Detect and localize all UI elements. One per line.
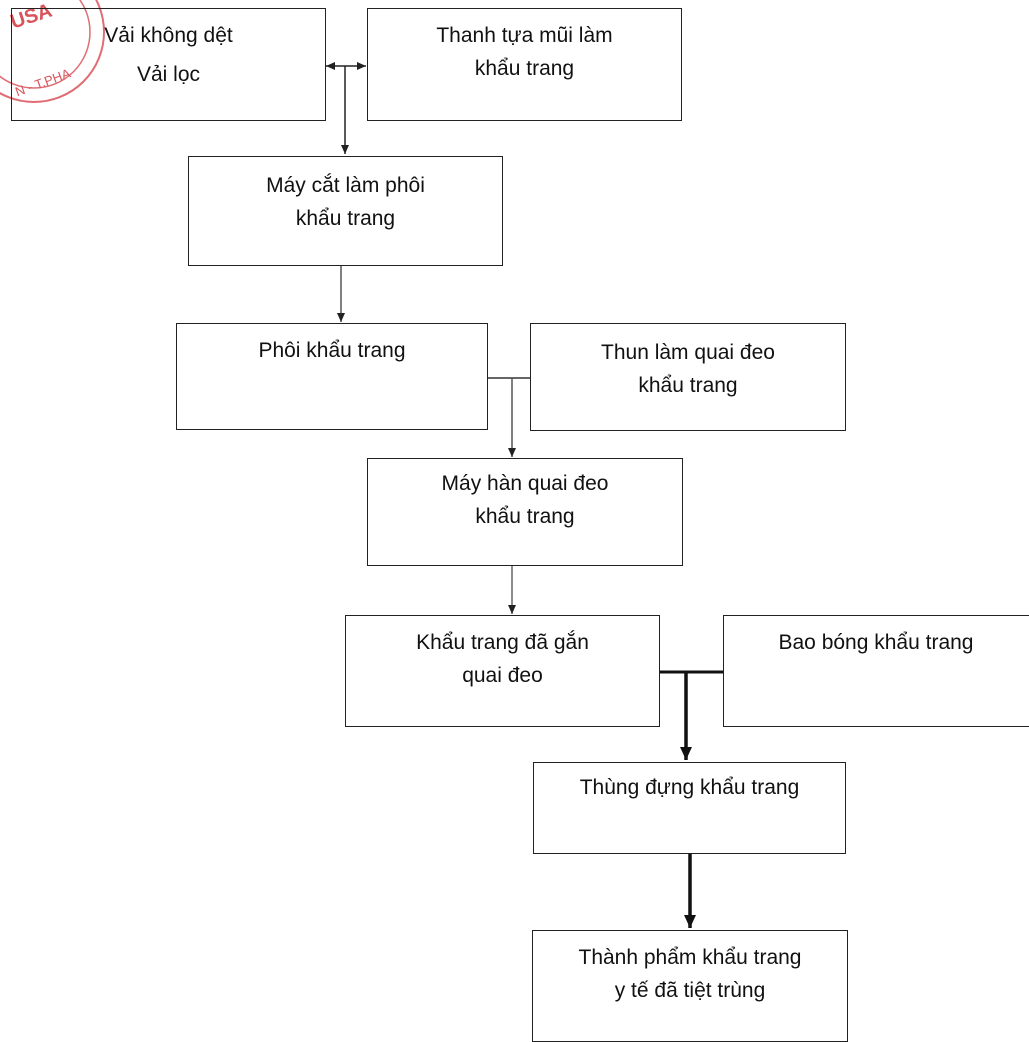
node-may-han-line-2: khẩu trang [475,505,575,528]
node-thun-quai-deo-line-1: Thun làm quai đeo [601,341,775,364]
node-thanh-pham-line-1: Thành phẩm khẩu trang [578,946,802,969]
node-thanh-pham-line-2: y tế đã tiệt trùng [614,979,766,1002]
node-phoi-khau-trang-line-1: Phôi khẩu trang [258,339,406,362]
stamp-seal: USA N - T.PHA [0,0,105,103]
node-thun-quai-deo-line-2: khẩu trang [638,374,738,397]
node-thung-dung-line-1: Thùng đựng khẩu trang [579,776,800,799]
node-may-cat-line-1: Máy cắt làm phôi [266,174,425,197]
node-may-cat: Máy cắt làm phôi khẩu trang [188,156,503,266]
node-thanh-tua-mui-line-2: khẩu trang [474,57,575,80]
node-thanh-pham: Thành phẩm khẩu trang y tế đã tiệt trùng [532,930,848,1042]
node-khau-trang-gan-quai-line-2: quai đeo [462,664,543,687]
node-thanh-tua-mui-line-1: Thanh tựa mũi làm [436,24,613,47]
node-khau-trang-gan-quai-line-1: Khẩu trang đã gắn [416,631,589,654]
node-bao-bong-line-1: Bao bóng khẩu trang [778,631,974,654]
node-may-cat-line-2: khẩu trang [295,207,396,230]
node-bao-bong: Bao bóng khẩu trang [723,615,1029,727]
node-vai-khong-det-line-2: Vải lọc [136,63,201,86]
node-thun-quai-deo: Thun làm quai đeo khẩu trang [530,323,846,431]
node-vai-khong-det-line-1: Vải không dệt [104,24,233,47]
node-may-han-line-1: Máy hàn quai đeo [441,472,609,495]
node-vai-khong-det: Vải không dệt Vải lọc [11,8,326,121]
node-phoi-khau-trang: Phôi khẩu trang [176,323,488,430]
node-thanh-tua-mui: Thanh tựa mũi làm khẩu trang [367,8,682,121]
node-may-han: Máy hàn quai đeo khẩu trang [367,458,683,566]
node-thung-dung: Thùng đựng khẩu trang [533,762,846,854]
node-khau-trang-gan-quai: Khẩu trang đã gắn quai đeo [345,615,660,727]
